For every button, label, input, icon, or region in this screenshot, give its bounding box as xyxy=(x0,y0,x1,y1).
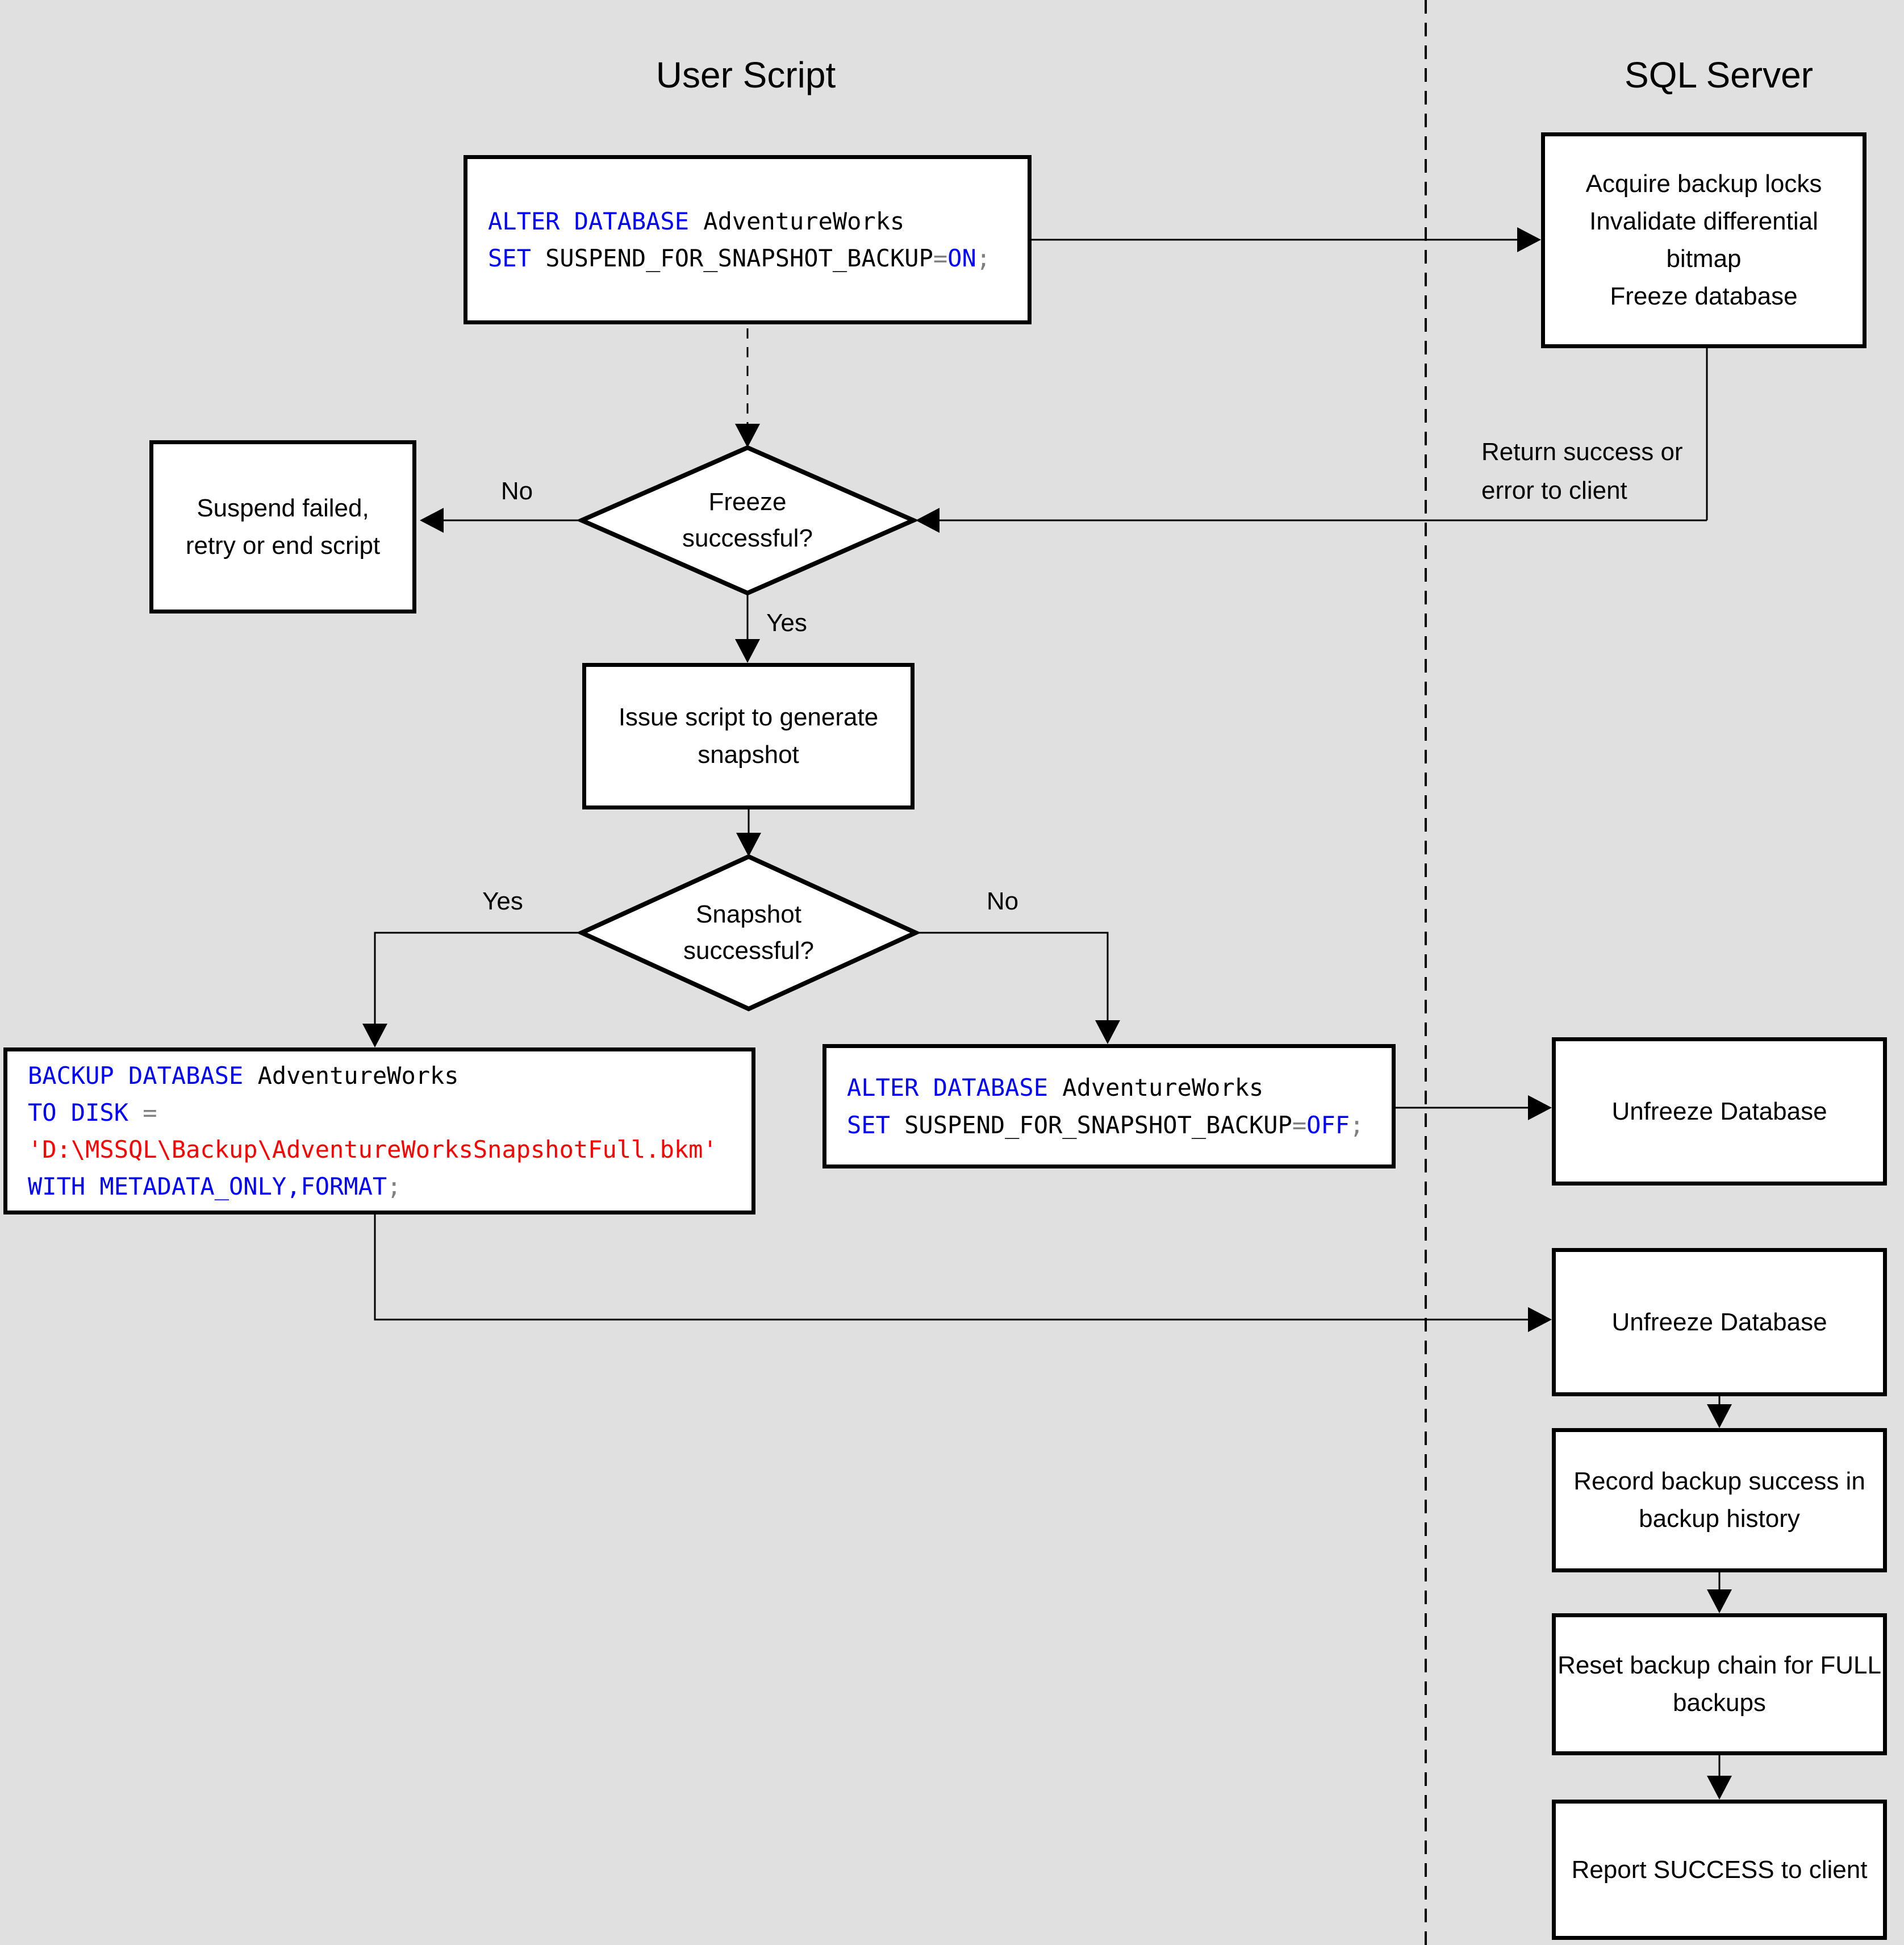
arrowhead-into-unfreeze1 xyxy=(1528,1095,1552,1120)
issue-script-box: Issue script to generate snapshot xyxy=(582,663,915,809)
freeze-decision-label: Freeze successful? xyxy=(682,488,813,552)
code-line: WITH METADATA_ONLY,FORMAT; xyxy=(28,1172,402,1201)
unfreeze-database-box-1: Unfreeze Database xyxy=(1552,1037,1887,1186)
connector-snapshot-no xyxy=(916,932,1109,1021)
code-line: ALTER DATABASE AdventureWorks xyxy=(847,1074,1264,1102)
arrowhead-into-issue-script xyxy=(735,639,760,663)
code-line: 'D:\MSSQL\Backup\AdventureWorksSnapshotF… xyxy=(28,1136,717,1163)
arrowhead-into-acquire xyxy=(1517,227,1541,252)
arrowhead-into-unfreeze2 xyxy=(1528,1307,1552,1332)
suspend-failed-box: Suspend failed, retry or end script xyxy=(149,440,416,613)
code-line: ALTER DATABASE AdventureWorks xyxy=(488,207,905,235)
backup-metadata-code-box: BACKUP DATABASE AdventureWorks TO DISK = '… xyxy=(3,1047,755,1214)
acquire-freeze-box: Acquire backup locks Invalidate differen… xyxy=(1541,132,1867,348)
snapshot-decision-diamond xyxy=(576,854,921,1012)
code-line: SET SUSPEND_FOR_SNAPSHOT_BACKUP=ON; xyxy=(488,244,991,272)
branch-label-snapshot-no: No xyxy=(986,887,1019,915)
code-line: TO DISK = xyxy=(28,1098,157,1126)
arrowhead-into-suspend-failed xyxy=(420,508,444,533)
return-success-note: Return success or error to client xyxy=(1481,438,1683,505)
branch-label-freeze-yes: Yes xyxy=(766,609,807,637)
code-line: BACKUP DATABASE AdventureWorks xyxy=(28,1061,459,1090)
user-script-column-title: User Script xyxy=(655,55,836,95)
unfreeze-database-box-2: Unfreeze Database xyxy=(1552,1248,1887,1396)
branch-label-snapshot-yes: Yes xyxy=(482,887,523,915)
branch-label-freeze-no: No xyxy=(500,477,533,505)
sql-server-column-title: SQL Server xyxy=(1625,55,1813,95)
report-success-box: Report SUCCESS to client xyxy=(1552,1800,1887,1940)
code-line: SET SUSPEND_FOR_SNAPSHOT_BACKUP=OFF; xyxy=(847,1111,1364,1139)
freeze-decision-diamond xyxy=(576,445,919,596)
arrowhead-into-snapshot-decision xyxy=(736,833,761,857)
connector-snapshot-yes xyxy=(374,932,582,1025)
arrowhead-into-backup-code xyxy=(362,1024,387,1047)
arrowhead-into-report xyxy=(1707,1776,1732,1800)
reset-backup-chain-box: Reset backup chain for FULL backups xyxy=(1552,1613,1887,1755)
arrowhead-into-freeze-decision-right xyxy=(916,508,940,533)
arrowhead-into-alteroff-code xyxy=(1095,1020,1120,1044)
connector-backup-to-unfreeze2 xyxy=(374,1214,1529,1321)
record-backup-history-box: Record backup success in backup history xyxy=(1552,1428,1887,1572)
snapshot-decision-label: Snapshot successful? xyxy=(683,900,814,965)
arrowhead-into-reset xyxy=(1707,1589,1732,1613)
arrowhead-into-record xyxy=(1707,1404,1732,1428)
arrowhead-into-freeze-decision-top xyxy=(735,424,760,448)
